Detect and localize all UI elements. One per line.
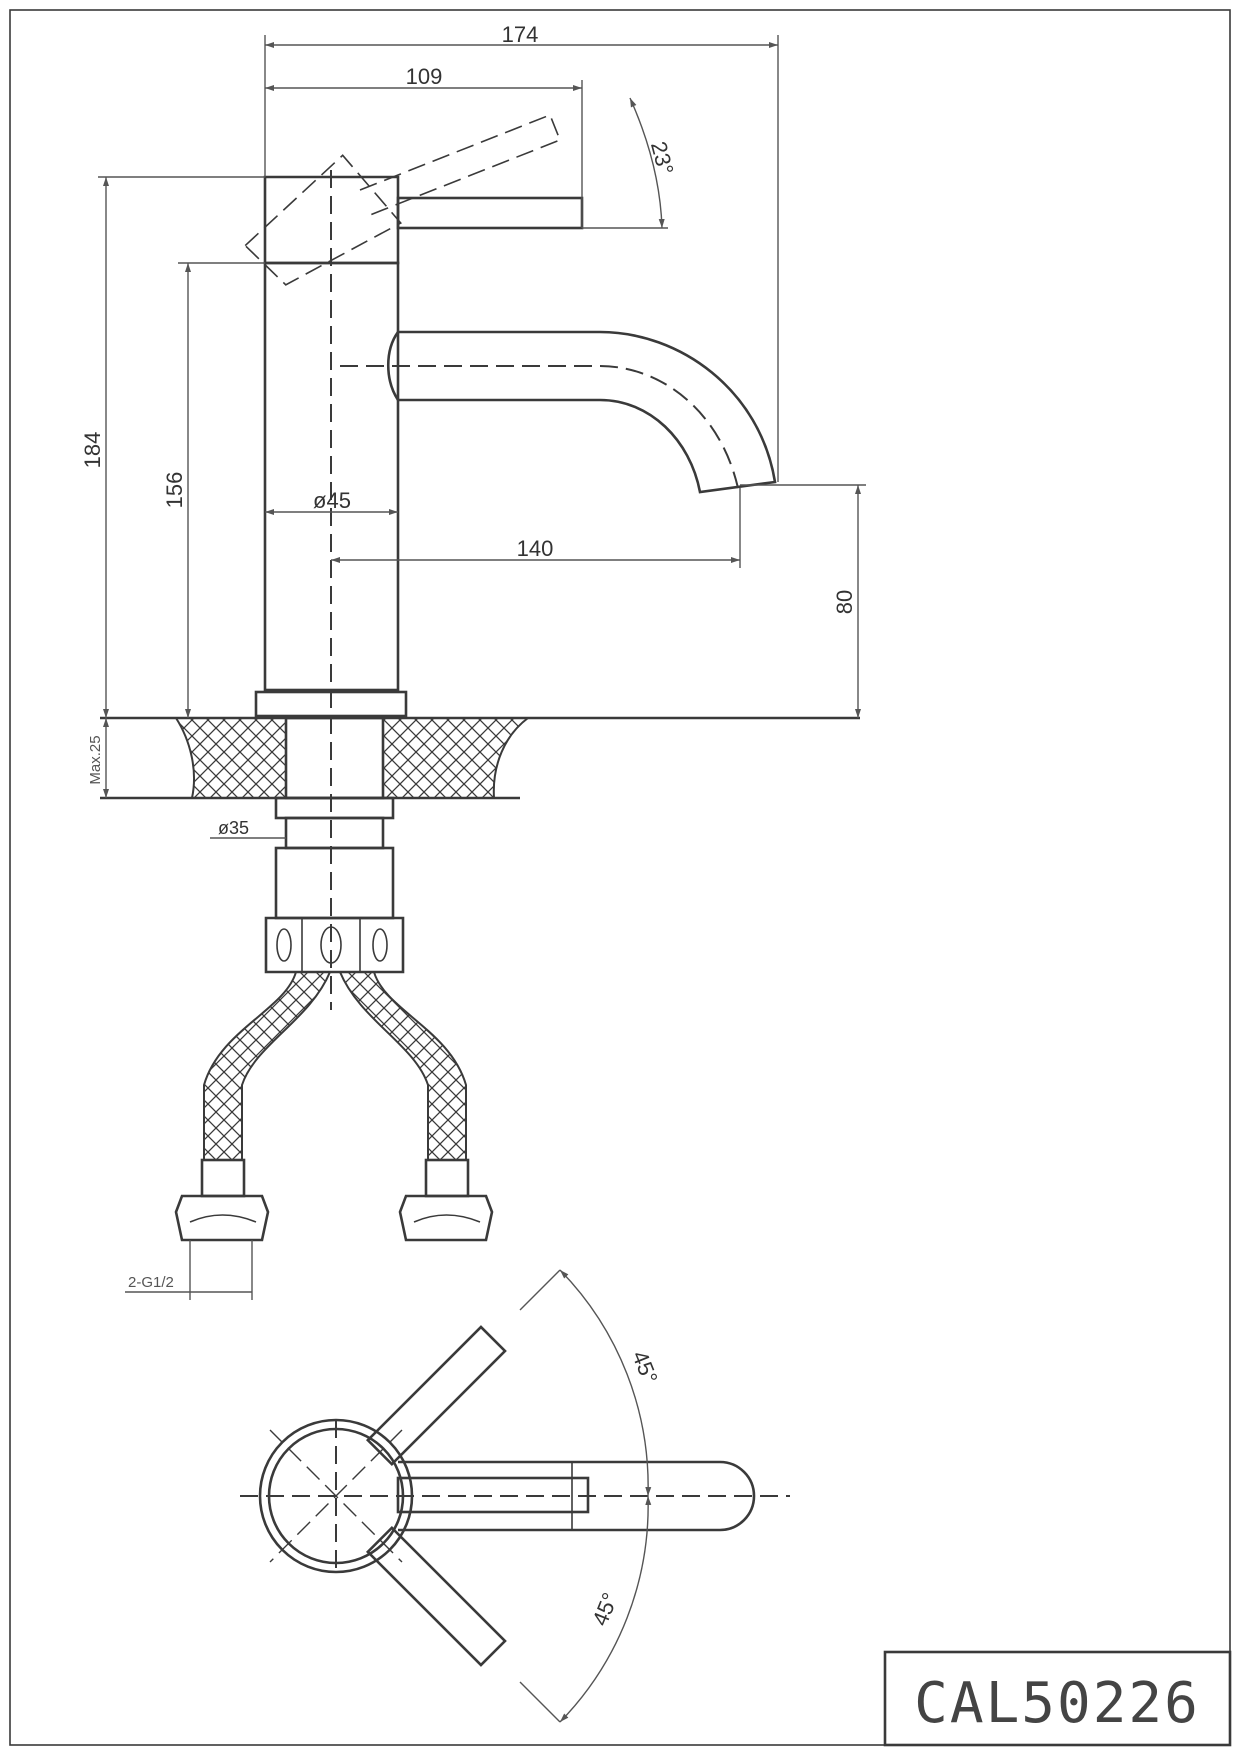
dimension-lines: 174 109 23° 184 156 ø45 140 80 Max.25 ø3… bbox=[80, 22, 866, 1300]
spout-top bbox=[398, 1460, 756, 1532]
dim-rotation-upper: 45° bbox=[627, 1347, 663, 1387]
dim-overall-width: 174 bbox=[502, 22, 539, 47]
dim-total-height: 184 bbox=[80, 432, 105, 469]
hose-right bbox=[338, 971, 467, 1161]
title-block: CAL50226 bbox=[883, 1650, 1232, 1747]
body-outer-circle bbox=[258, 1418, 414, 1574]
dim-spout-clearance: 80 bbox=[832, 590, 857, 614]
dim-max-deck-thickness: Max.25 bbox=[87, 735, 104, 784]
lock-nut bbox=[274, 846, 395, 920]
hose-fitting-left bbox=[174, 1158, 270, 1242]
dim-lever-reach: 109 bbox=[406, 64, 443, 89]
dim-rotation-lower: 45° bbox=[587, 1589, 623, 1629]
lever-handle bbox=[396, 196, 584, 230]
dim-shank-diameter: ø35 bbox=[218, 818, 249, 838]
lever-rotated-lower bbox=[365, 1525, 507, 1667]
side-view bbox=[100, 113, 860, 1242]
deck-section-right bbox=[382, 717, 532, 799]
dim-body-diameter: ø45 bbox=[313, 488, 351, 513]
dim-body-height: 156 bbox=[162, 472, 187, 509]
dim-hose-connection: 2-G1/2 bbox=[128, 1274, 174, 1291]
hex-nut bbox=[264, 916, 405, 974]
body-inner-circle bbox=[267, 1427, 405, 1565]
page-border bbox=[9, 9, 1231, 1746]
lever-tilted-outline bbox=[244, 113, 562, 286]
top-view: 45° 45° bbox=[240, 1269, 790, 1723]
spout bbox=[387, 330, 777, 494]
lever-rotated-upper bbox=[365, 1325, 507, 1467]
hose-fitting-right bbox=[398, 1158, 494, 1242]
dim-spout-reach: 140 bbox=[517, 536, 554, 561]
hose-left bbox=[203, 971, 332, 1161]
model-code: CAL50226 bbox=[914, 1671, 1200, 1736]
dim-lever-angle: 23° bbox=[646, 139, 679, 178]
handle-cap bbox=[263, 175, 400, 265]
deck-section-left bbox=[174, 717, 287, 799]
